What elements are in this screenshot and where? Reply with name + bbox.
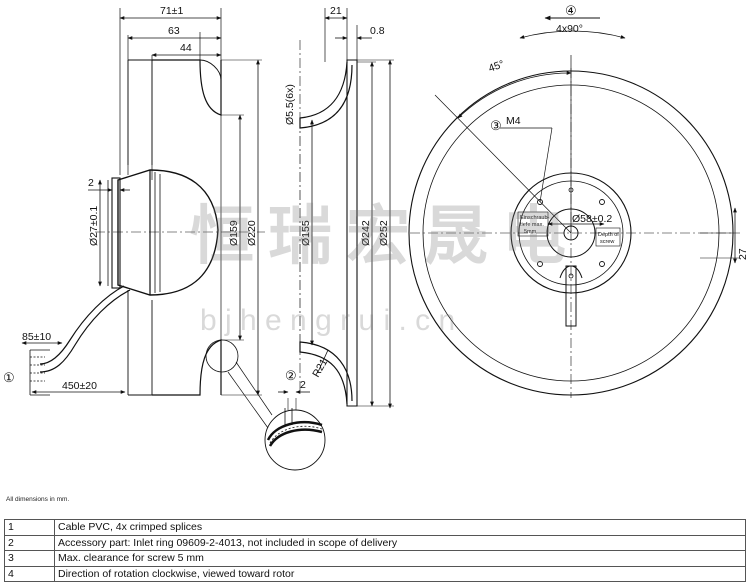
side-view [21, 8, 265, 396]
callout-3: ③ [490, 118, 502, 133]
screw-m4-label: M4 [506, 115, 521, 127]
dim-dia-58: Ø58±0.2 [572, 213, 612, 225]
legend-number: 4 [4, 565, 55, 582]
dim-21: 21 [330, 5, 342, 17]
dim-71: 71±1 [160, 5, 183, 17]
screw-depth-label-de-1: Einschraub- [520, 215, 550, 221]
legend-table: 1 Cable PVC, 4x crimped splices 2 Access… [4, 519, 746, 582]
legend-text: Direction of rotation clockwise, viewed … [54, 565, 746, 582]
dim-2-lower: 2 [300, 379, 306, 391]
watermark-url: b j h e n g r u i . c n [200, 304, 455, 337]
legend-number: 2 [4, 534, 55, 551]
legend-text: Cable PVC, 4x crimped splices [54, 519, 746, 536]
screw-depth-label-en-1: Depth of [598, 232, 619, 238]
dim-dia-5-5: Ø5.5(6x) [284, 84, 296, 125]
legend-number: 1 [4, 519, 55, 536]
screw-depth-label-de-2: tiefe max. [520, 222, 544, 228]
front-view [408, 15, 740, 398]
table-row: 3 Max. clearance for screw 5 mm [4, 550, 746, 567]
dim-dia-159: Ø159 [228, 220, 240, 246]
screw-depth-label-en-2: screw [600, 239, 614, 245]
dim-2-left: 2 [88, 177, 94, 189]
inlet-ring-section [227, 8, 394, 471]
screw-depth-label-de-3: 5mm [524, 229, 537, 235]
dim-63: 63 [168, 25, 180, 37]
dim-dia-242: Ø242 [360, 220, 372, 246]
small-labels: Einschraub- tiefe max. 5mm Depth of scre… [520, 215, 619, 245]
dim-0-8: 0.8 [370, 25, 385, 37]
callout-2: ② [285, 368, 297, 383]
dim-44: 44 [180, 42, 192, 54]
dim-27-right: 27 [737, 248, 749, 260]
table-row: 4 Direction of rotation clockwise, viewe… [4, 565, 746, 582]
dim-dia-155: Ø155 [300, 220, 312, 246]
callout-4: ④ [565, 3, 577, 18]
dim-cable-85: 85±10 [22, 331, 51, 343]
dim-dia-27: Ø27±0.1 [88, 206, 100, 246]
dim-dia-252: Ø252 [378, 220, 390, 246]
dim-dia-220: Ø220 [246, 220, 258, 246]
dim-angle-45: 45° [487, 58, 506, 75]
dim-cable-450: 450±20 [62, 380, 97, 392]
dim-angle-4x90: 4x90° [556, 23, 583, 35]
callout-1: ① [3, 370, 15, 385]
table-row: 1 Cable PVC, 4x crimped splices [4, 519, 746, 536]
watermark-chinese: 恒瑞宏晟电 [190, 200, 580, 272]
callout-markers: ① ② ③ ④ [3, 3, 577, 385]
legend-number: 3 [4, 550, 55, 567]
technical-drawing: 71±1 63 44 21 0.8 2 2 Ø27±0.1 Ø159 Ø220 … [3, 3, 749, 471]
legend-text: Max. clearance for screw 5 mm [54, 550, 746, 567]
legend-text: Accessory part: Inlet ring 09609-2-4013,… [54, 534, 746, 551]
table-row: 2 Accessory part: Inlet ring 09609-2-401… [4, 534, 746, 551]
units-note: All dimensions in mm. [6, 496, 70, 503]
